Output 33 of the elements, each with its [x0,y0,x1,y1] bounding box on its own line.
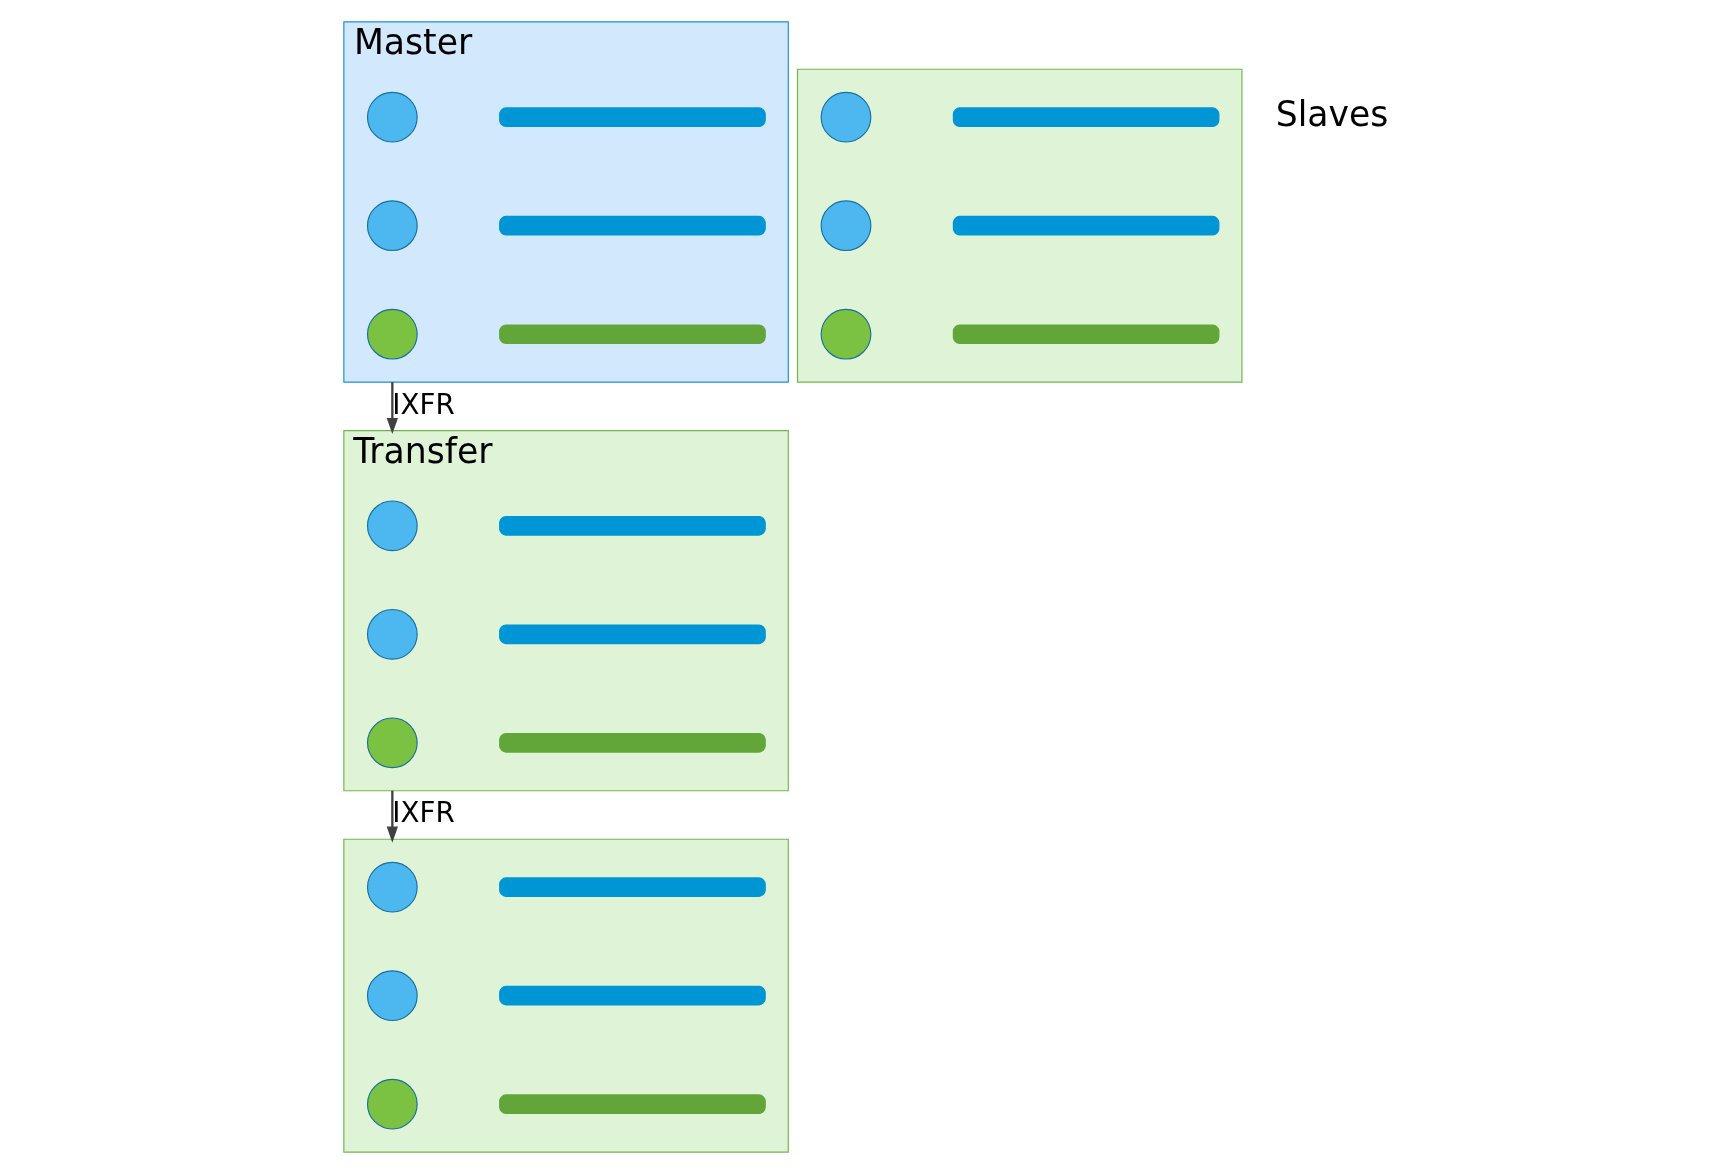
node-bar [499,324,766,344]
node-bar [499,624,766,645]
cluster [796,68,1243,383]
edge-label: IXFR [392,796,455,830]
node-bar [952,107,1220,127]
edge-label: IXFR [392,387,455,421]
node-bar [952,324,1220,344]
arrow [386,382,398,435]
node-bar [499,985,766,1006]
node-circle [366,91,418,143]
node-circle [366,308,418,360]
node-bar [499,733,766,753]
node-circle [366,608,418,660]
label: Slaves [1275,93,1389,134]
cluster: Master [343,21,789,383]
cluster: Transfer [343,430,789,792]
node-bar [499,107,766,127]
arrow [386,790,398,843]
node-bar [499,215,766,236]
node-circle [820,200,872,252]
node-circle [366,717,418,769]
node-circle [366,500,418,552]
node-circle [366,970,418,1022]
node-bar [499,1094,766,1114]
node-circle [820,308,872,360]
node-circle [820,91,872,143]
cluster [343,838,789,1153]
node-bar [499,877,766,897]
node-bar [499,516,766,536]
node-circle [366,200,418,252]
node-circle [366,1078,418,1130]
node-circle [366,861,418,913]
node-bar [952,215,1220,236]
